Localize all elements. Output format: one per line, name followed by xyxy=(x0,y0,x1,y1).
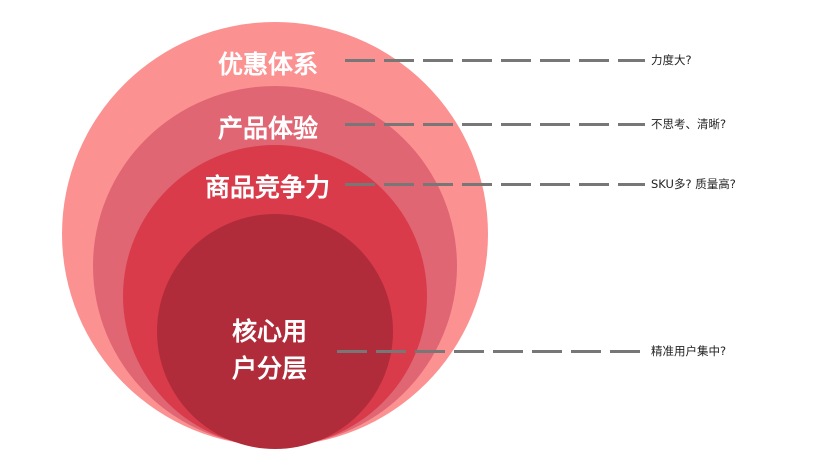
dashed-connector-3 xyxy=(345,183,645,186)
layer-label-line-1: 核心用 xyxy=(232,317,308,346)
note-sku-quality: SKU多? 质量高? xyxy=(651,177,736,191)
inner-circle-core-user-segmentation xyxy=(157,214,393,449)
layer-label-product-experience: 产品体验 xyxy=(218,114,319,143)
note-discount-strength: 力度大? xyxy=(651,53,692,67)
note-precise-user-focus: 精准用户集中? xyxy=(651,344,727,358)
dashed-connector-4 xyxy=(337,350,645,353)
layer-label-product-competitiveness: 商品竞争力 xyxy=(205,173,331,202)
layer-label-discount-system: 优惠体系 xyxy=(218,50,319,79)
dashed-connector-1 xyxy=(345,59,645,62)
layer-label-core-user-segmentation: 核心用 户分层 xyxy=(232,313,322,387)
note-no-thinking-clarity: 不思考、清晰? xyxy=(651,117,727,131)
layer-label-line-2: 户分层 xyxy=(232,354,308,383)
dashed-connector-2 xyxy=(345,123,645,126)
